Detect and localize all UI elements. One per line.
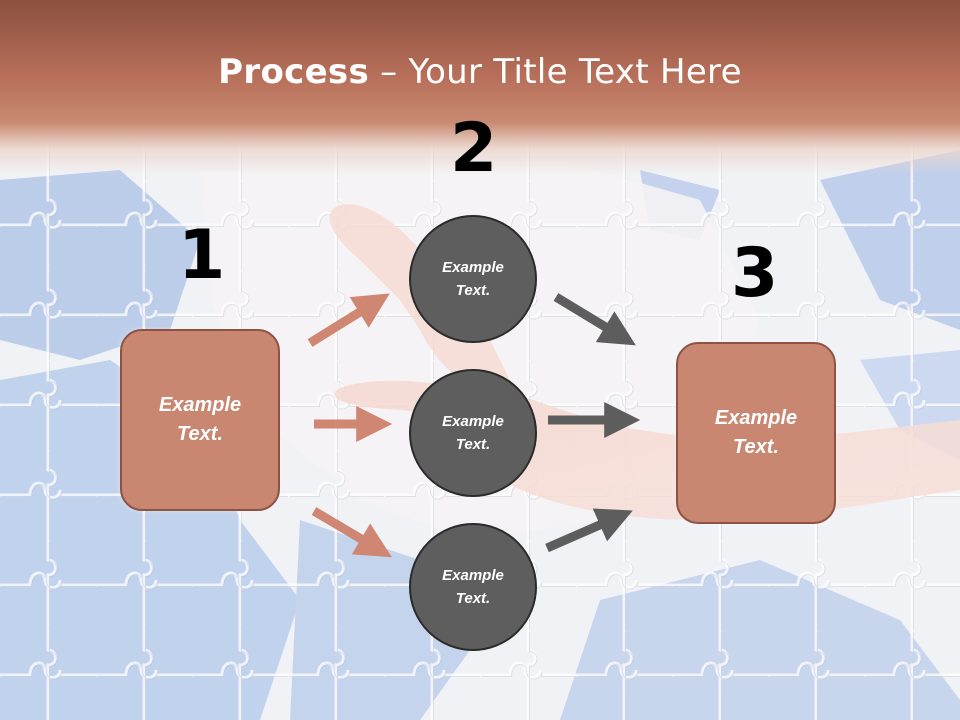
title-bold-part: Process <box>218 52 370 92</box>
left-box-line-2: Text. <box>177 423 223 445</box>
step-number-3: 3 <box>731 234 779 313</box>
slide-title: Process – Your Title Text Here <box>0 52 960 92</box>
right-process-box[interactable]: Example Text. <box>676 342 836 524</box>
left-box-line-1: Example <box>158 394 242 416</box>
circle-node-middle[interactable]: Example Text. <box>409 369 537 497</box>
circle-middle-line-1: Example <box>442 413 504 430</box>
title-rest-part: – Your Title Text Here <box>369 52 742 92</box>
circle-middle-line-2: Text. <box>455 436 491 453</box>
circle-node-top[interactable]: Example Text. <box>409 215 537 343</box>
step-number-1: 1 <box>178 216 226 295</box>
left-process-box[interactable]: Example Text. <box>120 329 280 511</box>
circle-bottom-line-2: Text. <box>455 590 491 607</box>
circle-top-line-1: Example <box>442 259 504 276</box>
circle-top-line-2: Text. <box>455 282 491 299</box>
circle-node-bottom[interactable]: Example Text. <box>409 523 537 651</box>
circle-bottom-line-1: Example <box>442 567 504 584</box>
step-number-2: 2 <box>450 109 498 188</box>
right-box-line-1: Example <box>714 407 798 429</box>
right-box-line-2: Text. <box>733 436 779 458</box>
title-band <box>0 0 960 175</box>
